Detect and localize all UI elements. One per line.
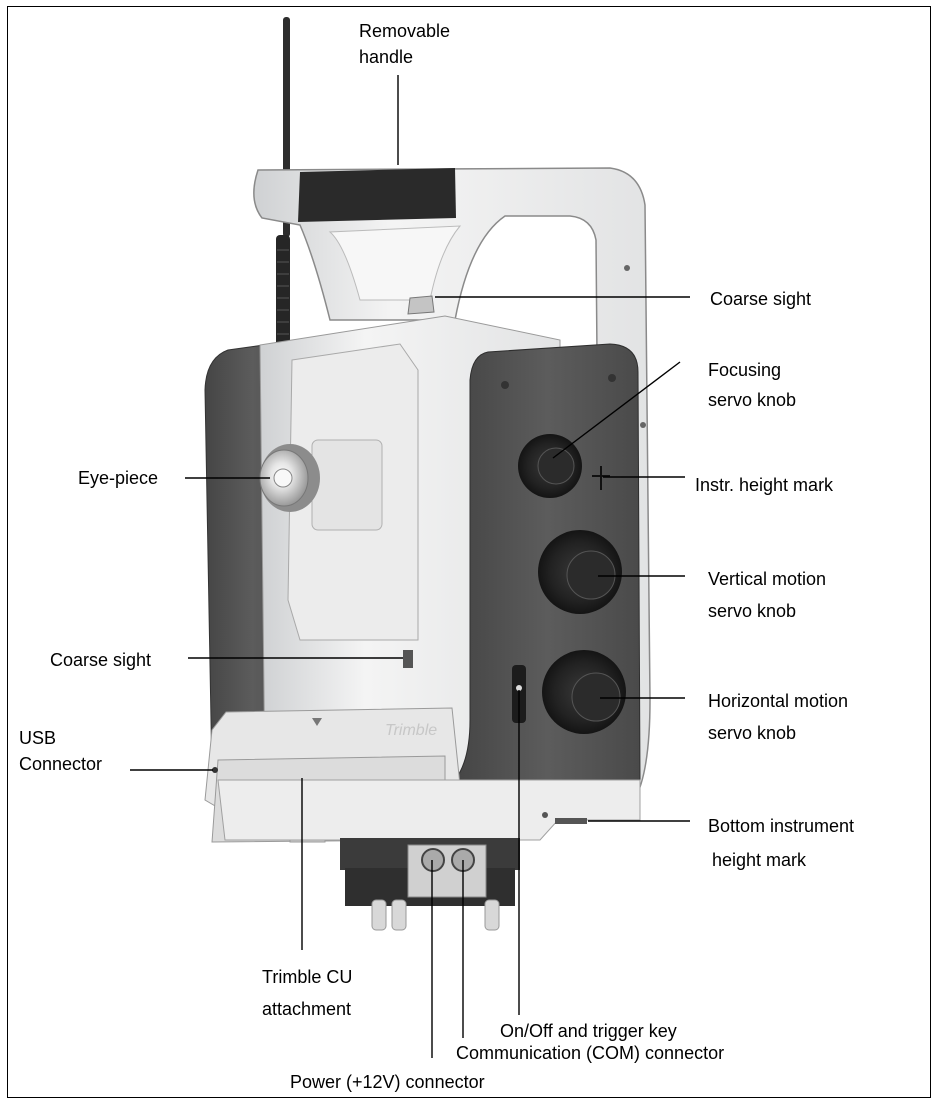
label-line: Power (+12V) connector [290, 1072, 485, 1092]
label-trimble-cu: Trimble CU attachment [262, 964, 352, 1022]
label-line: servo knob [708, 390, 797, 410]
label-line: Bottom instrument [708, 816, 855, 836]
label-bottom-height-mark: Bottom instrument height mark [708, 813, 854, 873]
instrument-base [217, 779, 641, 931]
height-mark-cross [592, 466, 610, 490]
coarse-sight-side-shape [403, 650, 413, 668]
figure-frame [7, 6, 931, 1098]
label-coarse-sight-side: Coarse sight [50, 647, 151, 673]
label-focusing-knob: Focusing servo knob [708, 357, 796, 413]
label-line: Focusing [708, 360, 782, 380]
leader-lines [130, 75, 690, 1058]
label-line: height mark [712, 850, 807, 870]
label-line: Communication (COM) connector [456, 1043, 725, 1063]
label-removable-handle: Removable handle [359, 18, 450, 70]
label-line: servo knob [708, 723, 797, 743]
label-line: Vertical motion [708, 569, 827, 589]
trimble-logo: Trimble [385, 722, 437, 739]
label-instr-height-mark: Instr. height mark [695, 472, 833, 498]
horizontal-knob [542, 650, 626, 734]
focusing-knob [518, 434, 582, 498]
label-line: Horizontal motion [708, 691, 849, 711]
label-line: Coarse sight [50, 650, 152, 670]
label-vertical-knob: Vertical motion servo knob [708, 566, 826, 624]
label-horizontal-knob: Horizontal motion servo knob [708, 688, 848, 746]
coarse-sight-top-shape [407, 295, 435, 315]
label-line: Instr. height mark [695, 475, 834, 495]
label-coarse-sight-top: Coarse sight [710, 286, 811, 312]
label-line: handle [359, 47, 414, 67]
bottom-height-mark-shape [555, 818, 587, 824]
usb-port [212, 767, 218, 773]
label-line: attachment [262, 999, 352, 1019]
label-line: Eye-piece [78, 468, 159, 488]
label-line: Coarse sight [710, 289, 812, 309]
label-line: Removable [359, 21, 451, 41]
eye-piece-shape [259, 444, 320, 512]
label-line: Connector [19, 754, 103, 774]
label-com-connector: Communication (COM) connector [456, 1040, 724, 1066]
label-line: servo knob [708, 601, 797, 621]
vertical-knob [538, 530, 622, 614]
label-power-connector: Power (+12V) connector [290, 1069, 485, 1095]
label-line: USB [19, 728, 57, 748]
label-usb-connector: USB Connector [19, 725, 102, 777]
label-on-off-key: On/Off and trigger key [500, 1018, 677, 1044]
label-eye-piece: Eye-piece [78, 465, 158, 491]
label-line: Trimble CU [262, 967, 353, 987]
label-line: On/Off and trigger key [500, 1021, 677, 1041]
